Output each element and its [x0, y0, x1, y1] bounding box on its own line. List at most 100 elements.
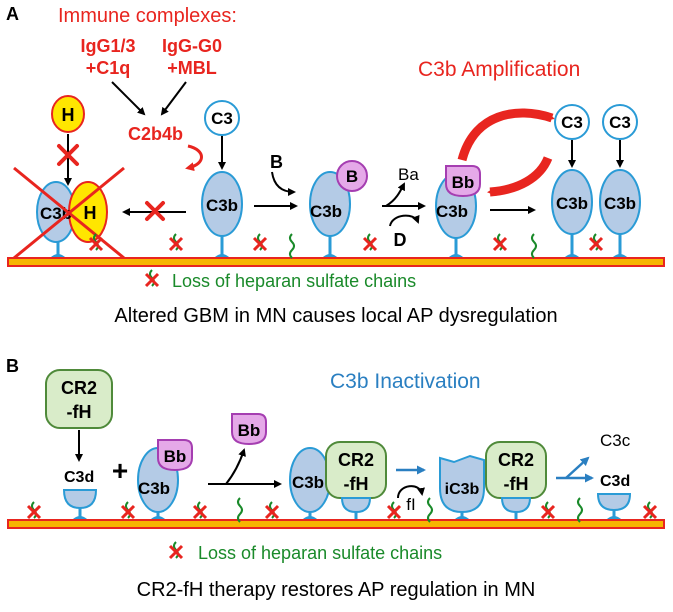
- cr2-fh-bound-2-line2: -fH: [504, 474, 529, 494]
- block-x-icon-2: [145, 201, 165, 221]
- c2b4b-label: C2b4b: [128, 124, 183, 144]
- heparan-lost-icon: [588, 233, 604, 252]
- c3b-a2-label: C3b: [310, 202, 342, 221]
- arrow-igg13-to-c2b4b: [111, 81, 146, 116]
- amplification-arrow-top: [457, 108, 555, 162]
- cr2-fh-bound-2-line1: CR2: [498, 450, 534, 470]
- mbl-label: +MBL: [167, 58, 217, 78]
- legend-label-a: Loss of heparan sulfate chains: [172, 271, 416, 291]
- heparan-chain-icon: [237, 497, 243, 523]
- factor-b-label: B: [270, 152, 283, 172]
- heparan-lost-icon: [252, 233, 268, 252]
- gbm-bar-b: [7, 519, 665, 529]
- factor-bb-a-label: Bb: [452, 173, 475, 192]
- factor-bb-a: [445, 165, 481, 198]
- c3-a3-label: C3: [609, 113, 631, 132]
- panel-a: A Immune complexes: IgG1/3 +C1q IgG-G0 +…: [6, 4, 665, 327]
- heparan-lost-icon: [168, 233, 184, 252]
- factor-bb-released: [231, 413, 267, 446]
- c3d-b1-label: C3d: [64, 469, 94, 486]
- immune-complexes-title: Immune complexes:: [58, 5, 237, 27]
- factor-h-free: [51, 95, 85, 133]
- c3-a1: [204, 100, 240, 136]
- fi-curve: [397, 485, 425, 499]
- heparan-lost-icon: [88, 233, 104, 252]
- panel-a-letter: A: [6, 4, 19, 24]
- cr2-fh-free: [45, 369, 113, 429]
- igg13-label: IgG1/3: [80, 36, 135, 56]
- heparan-lost-icon: [386, 501, 402, 520]
- heparan-lost-icon: [120, 501, 136, 520]
- factor-bb-b1-label: Bb: [164, 447, 187, 466]
- amplification-arrow-bottom: [487, 156, 553, 197]
- c3c-label: C3c: [600, 431, 631, 450]
- heparan-chain-icon: [427, 497, 433, 523]
- crossout-icon: [13, 166, 125, 260]
- legend-label-b: Loss of heparan sulfate chains: [198, 543, 442, 563]
- ic3b-b3-label: iC3b: [445, 481, 480, 498]
- c3d-b2: [340, 497, 372, 514]
- c3b-a3-label: C3b: [436, 202, 468, 221]
- c3d-b4: [596, 493, 632, 512]
- heparan-legend-icon-b: [168, 541, 184, 560]
- heparan-legend-icon-a: [144, 269, 160, 288]
- c3-a3: [602, 104, 638, 140]
- c3b-a5-label: C3b: [604, 194, 636, 213]
- factor-b-bound: [336, 160, 368, 192]
- heparan-lost-icon: [540, 501, 556, 520]
- arrow-mbl-to-c2b4b: [160, 81, 187, 116]
- arrow-bb-release: [225, 448, 246, 485]
- heparan-chain-icon: [577, 497, 583, 523]
- heparan-lost-icon: [642, 501, 658, 520]
- c3-a2: [554, 104, 590, 140]
- factor-h-free-label: H: [62, 105, 75, 125]
- heparan-lost-icon: [264, 501, 280, 520]
- inactivation-title: C3b Inactivation: [330, 370, 481, 393]
- heparan-chain-icon: [289, 233, 295, 259]
- factor-d-label: D: [394, 230, 407, 250]
- cr2-fh-bound-1-line1: CR2: [338, 450, 374, 470]
- factor-bb-b1: [157, 439, 193, 472]
- factor-bb-released-label: Bb: [238, 421, 261, 440]
- arrow-ba-release: [385, 182, 405, 207]
- heparan-symbols-a: [88, 233, 604, 259]
- heparan-lost-icon: [492, 233, 508, 252]
- ic3b-b3: [439, 454, 485, 514]
- arrow-c3c-release: [565, 456, 590, 479]
- caption-a: Altered GBM in MN causes local AP dysreg…: [114, 305, 557, 327]
- c3d-b1: [62, 489, 98, 510]
- iggg0-label: IgG-G0: [162, 36, 222, 56]
- plus-sign: +: [112, 455, 128, 486]
- panel-b: B CR2 -fH C3d + Bb C3b Bb C3b Inactivati…: [6, 356, 665, 601]
- c3-a2-label: C3: [561, 113, 583, 132]
- heparan-lost-icon: [362, 233, 378, 252]
- cr2-fh-bound-1-line2: -fH: [344, 474, 369, 494]
- heparan-chain-icon: [531, 233, 537, 259]
- c3d-b4-label: C3d: [600, 473, 630, 490]
- c3b-b2-label: C3b: [292, 473, 324, 492]
- fi-label: fI: [406, 495, 415, 514]
- factor-b-bound-label: B: [346, 167, 358, 186]
- c3b-a4-label: C3b: [556, 194, 588, 213]
- factor-h-bound-label: H: [84, 203, 97, 223]
- heparan-lost-icon: [26, 501, 42, 520]
- block-x-icon: [57, 144, 79, 166]
- panel-b-letter: B: [6, 356, 19, 376]
- arrow-b-curve: [271, 171, 296, 196]
- c3b-a1-label: C3b: [206, 196, 238, 215]
- factor-d-curve: [389, 214, 420, 227]
- cr2-fh-free-line1: CR2: [61, 378, 97, 398]
- heparan-lost-icon: [192, 501, 208, 520]
- c2b4b-curved-arrow: [185, 144, 203, 172]
- ba-label: Ba: [398, 165, 419, 184]
- heparan-symbols-b: [26, 497, 658, 523]
- amplification-title: C3b Amplification: [418, 58, 580, 81]
- caption-b: CR2-fH therapy restores AP regulation in…: [137, 579, 536, 601]
- c3-a1-label: C3: [211, 109, 233, 128]
- cr2-fh-free-line2: -fH: [67, 402, 92, 422]
- c3b-b1-label: C3b: [138, 479, 170, 498]
- c1q-label: +C1q: [86, 58, 131, 78]
- c3d-b3: [500, 497, 532, 514]
- gbm-bar-a: [7, 257, 665, 267]
